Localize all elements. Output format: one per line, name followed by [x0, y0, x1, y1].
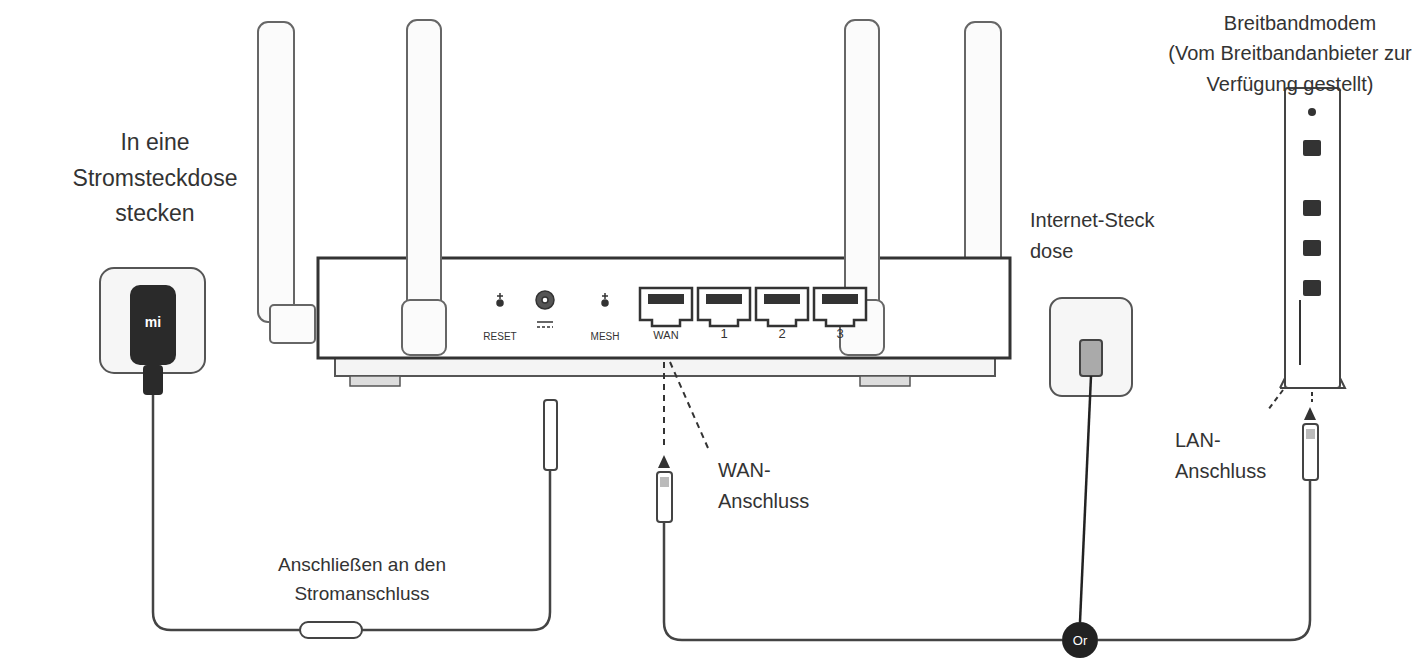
device-label: Breitbandmodem — [1180, 8, 1418, 39]
brand-logo: mi — [136, 315, 170, 330]
ethernet-port — [814, 288, 866, 326]
ethernet-port — [698, 288, 750, 326]
ethernet-port — [640, 288, 692, 326]
device-note: (Vom Breitbandanbieter zur Verfügung ges… — [1165, 38, 1415, 100]
instruction-label: In eine Stromsteckdose stecken — [60, 125, 250, 232]
port-marking: 2 — [772, 327, 792, 341]
port-marking: 3 — [830, 327, 850, 341]
junction-circle: Or — [1062, 622, 1098, 658]
port-marking: 1 — [714, 327, 734, 341]
junction-text: Or — [1073, 633, 1087, 648]
port-label: WAN- Anschluss — [718, 455, 838, 517]
instruction-label: Anschließen an den Stromanschluss — [266, 550, 458, 609]
port-marking: RESET — [475, 331, 525, 342]
socket-label: Internet-Steck dose — [1030, 205, 1180, 267]
ethernet-port — [756, 288, 808, 326]
port-label: LAN- Anschluss — [1175, 425, 1285, 487]
port-marking: MESH — [580, 331, 630, 342]
port-marking: WAN — [646, 329, 686, 341]
